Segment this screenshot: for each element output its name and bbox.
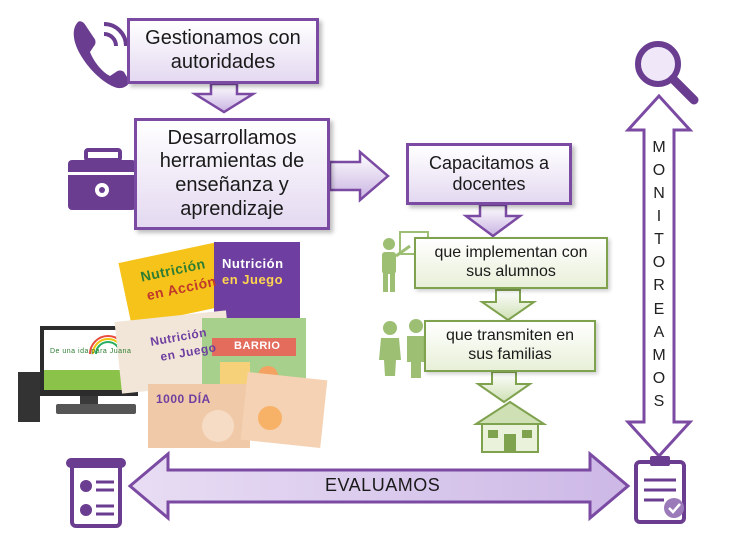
- monitoreamos-letter: M: [652, 346, 666, 364]
- step-desarrollamos: Desarrollamos herramientas de enseñanza …: [134, 118, 330, 230]
- evaluamos-label: EVALUAMOS: [325, 475, 441, 495]
- evaluation-document-icon: [66, 458, 126, 528]
- arrow-right-1: [328, 149, 390, 203]
- toolbox-icon: [68, 148, 136, 210]
- book2-title-line1: Nutrición: [222, 256, 284, 271]
- book-nutricion-accion: [118, 242, 230, 326]
- monitoreamos-letter: I: [656, 208, 662, 226]
- book-collage: [114, 242, 328, 448]
- monitoreamos-letter: E: [653, 300, 665, 318]
- book2-title-line2: en Juego: [222, 272, 284, 287]
- monitoreamos-letter: R: [653, 277, 665, 295]
- monitoreamos-letter: O: [652, 162, 666, 180]
- house-icon: [472, 400, 548, 453]
- book-familia: [240, 372, 328, 448]
- evaluamos-arrow: [127, 450, 631, 522]
- family-icon: [379, 319, 425, 378]
- book5-title: 1000 DÍA: [156, 392, 211, 406]
- monitoreamos-letter: T: [654, 231, 664, 249]
- monitoreamos-letter: N: [653, 185, 665, 203]
- step-transmiten: que transmiten en sus familias: [424, 320, 596, 372]
- step-implementan: que implementan con sus alumnos: [414, 237, 608, 289]
- monitoreamos-letter: M: [652, 139, 666, 156]
- magnifier-icon: [635, 41, 699, 105]
- step-gestionamos: Gestionamos con autoridades: [127, 18, 319, 84]
- clipboard-check-icon: [634, 456, 686, 524]
- step-capacitamos: Capacitamos a docentes: [406, 143, 572, 205]
- monitoreamos-letter: S: [653, 392, 665, 410]
- phone-icon: [73, 21, 130, 89]
- monitoreamos-letter: O: [652, 254, 666, 272]
- arrow-down-2: [462, 203, 524, 238]
- monitoreamos-letter: O: [652, 369, 666, 387]
- computer-screen-text: De una ida para Juana: [50, 348, 132, 355]
- arrow-down-1: [190, 82, 258, 114]
- monitoreamos-letter: A: [653, 323, 665, 341]
- book-1000-dias: [148, 384, 250, 448]
- arrow-down-green-1: [478, 289, 538, 322]
- arrow-down-green-2: [474, 371, 534, 404]
- book4-title: BARRIO: [234, 340, 281, 352]
